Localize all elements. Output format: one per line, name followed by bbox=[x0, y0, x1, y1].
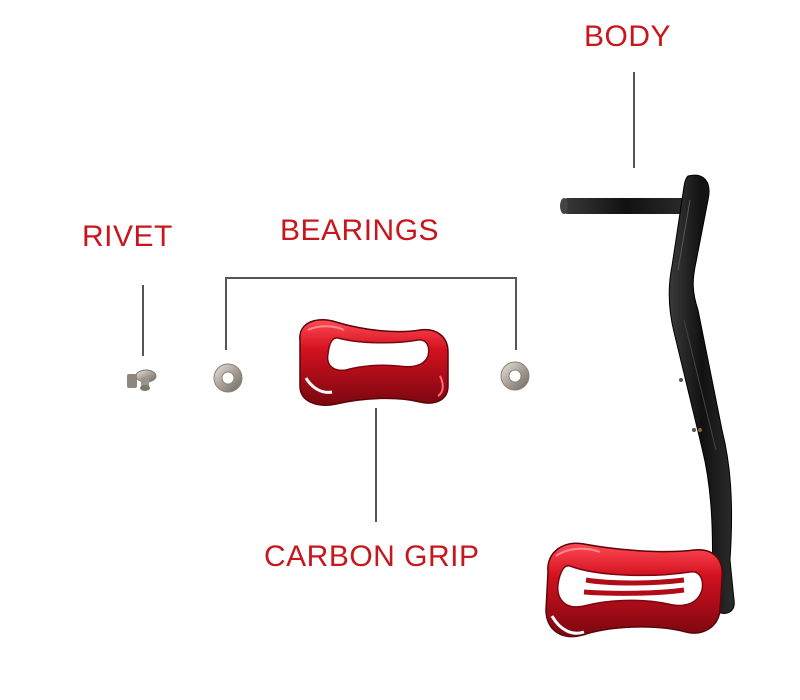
bearing-left-part bbox=[214, 364, 242, 392]
bearings-label: BEARINGS bbox=[280, 214, 439, 248]
leader-lines bbox=[143, 72, 634, 522]
rivet-part bbox=[127, 370, 156, 391]
mounted-grip-part bbox=[546, 543, 722, 636]
bearing-right-part bbox=[501, 362, 529, 390]
carbon-grip-part bbox=[300, 320, 448, 405]
body-label: BODY bbox=[584, 20, 671, 54]
rivet-label: RIVET bbox=[82, 220, 173, 254]
carbon-grip-label: CARBON GRIP bbox=[264, 540, 480, 574]
